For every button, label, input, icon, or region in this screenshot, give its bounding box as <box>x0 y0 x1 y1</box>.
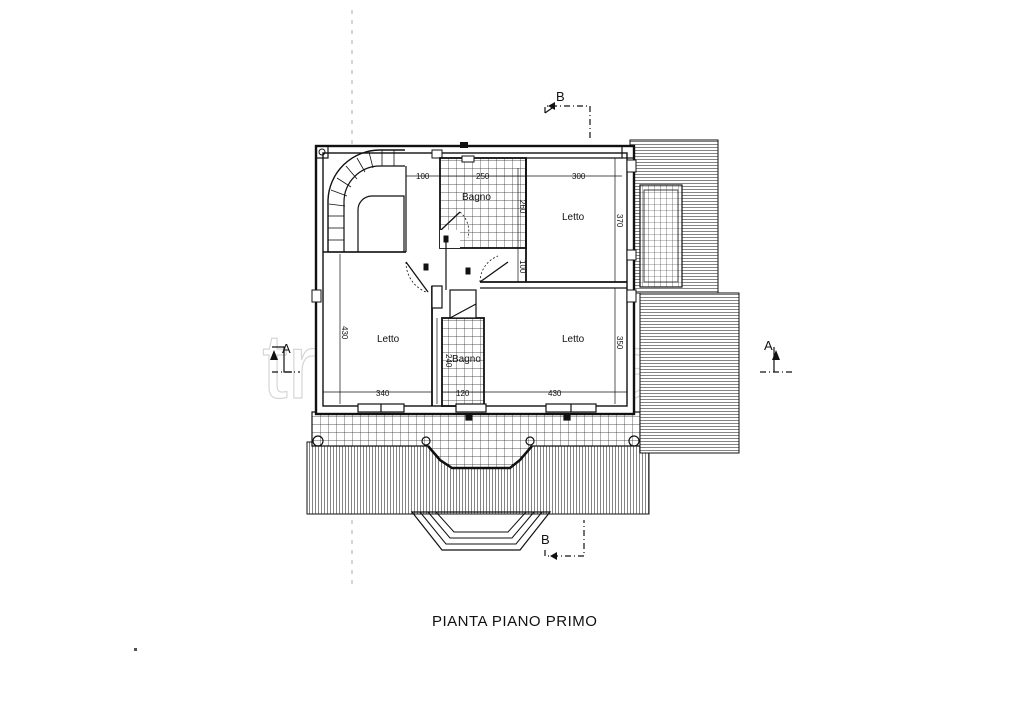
section-arrow-a-left <box>270 350 278 360</box>
section-arrow-a-right <box>772 350 780 360</box>
section-arrow-b-bottom <box>550 552 557 560</box>
dimension-lines <box>323 158 627 404</box>
dimension-240: 240 <box>444 354 453 368</box>
dimension-430-horizontal: 430 <box>548 389 562 398</box>
dimension-100-left: 100 <box>416 172 430 181</box>
roof-overhang-right <box>629 139 740 454</box>
section-arrow-b-top <box>548 102 555 110</box>
stray-mark <box>134 648 137 651</box>
corridor-doors <box>405 235 509 313</box>
corner-columns <box>311 145 637 303</box>
bay-window-bottom <box>410 511 552 551</box>
room-label-letto-top-right: Letto <box>562 212 585 223</box>
section-label-b-top: B <box>556 89 565 104</box>
bedroom-left-walls <box>323 251 443 406</box>
bathroom-top <box>439 142 527 249</box>
room-label-letto-bottom-right: Letto <box>562 334 585 345</box>
dimension-430-vertical: 430 <box>340 326 349 340</box>
bedroom-top-right-walls <box>480 157 627 289</box>
dimension-350: 350 <box>615 336 624 350</box>
windows-bottom <box>357 403 597 421</box>
bathroom-bottom <box>441 289 485 407</box>
spiral-staircase <box>327 149 443 253</box>
room-label-bagno-bottom: Bagno <box>452 354 481 365</box>
dimension-120: 120 <box>456 389 470 398</box>
dimension-100-mid: 100 <box>518 260 527 274</box>
dimension-340: 340 <box>376 389 390 398</box>
dimension-260: 260 <box>518 200 527 214</box>
section-label-b-bottom: B <box>541 532 550 547</box>
section-label-a-right: A <box>764 338 773 353</box>
dimension-250: 250 <box>476 172 490 181</box>
dimension-370: 370 <box>615 214 624 228</box>
room-label-bagno-top: Bagno <box>462 192 491 203</box>
room-label-letto-left: Letto <box>377 334 400 345</box>
plan-title: PIANTA PIANO PRIMO <box>432 613 597 630</box>
dimension-300: 300 <box>572 172 586 181</box>
section-label-a-left: A <box>282 341 291 356</box>
